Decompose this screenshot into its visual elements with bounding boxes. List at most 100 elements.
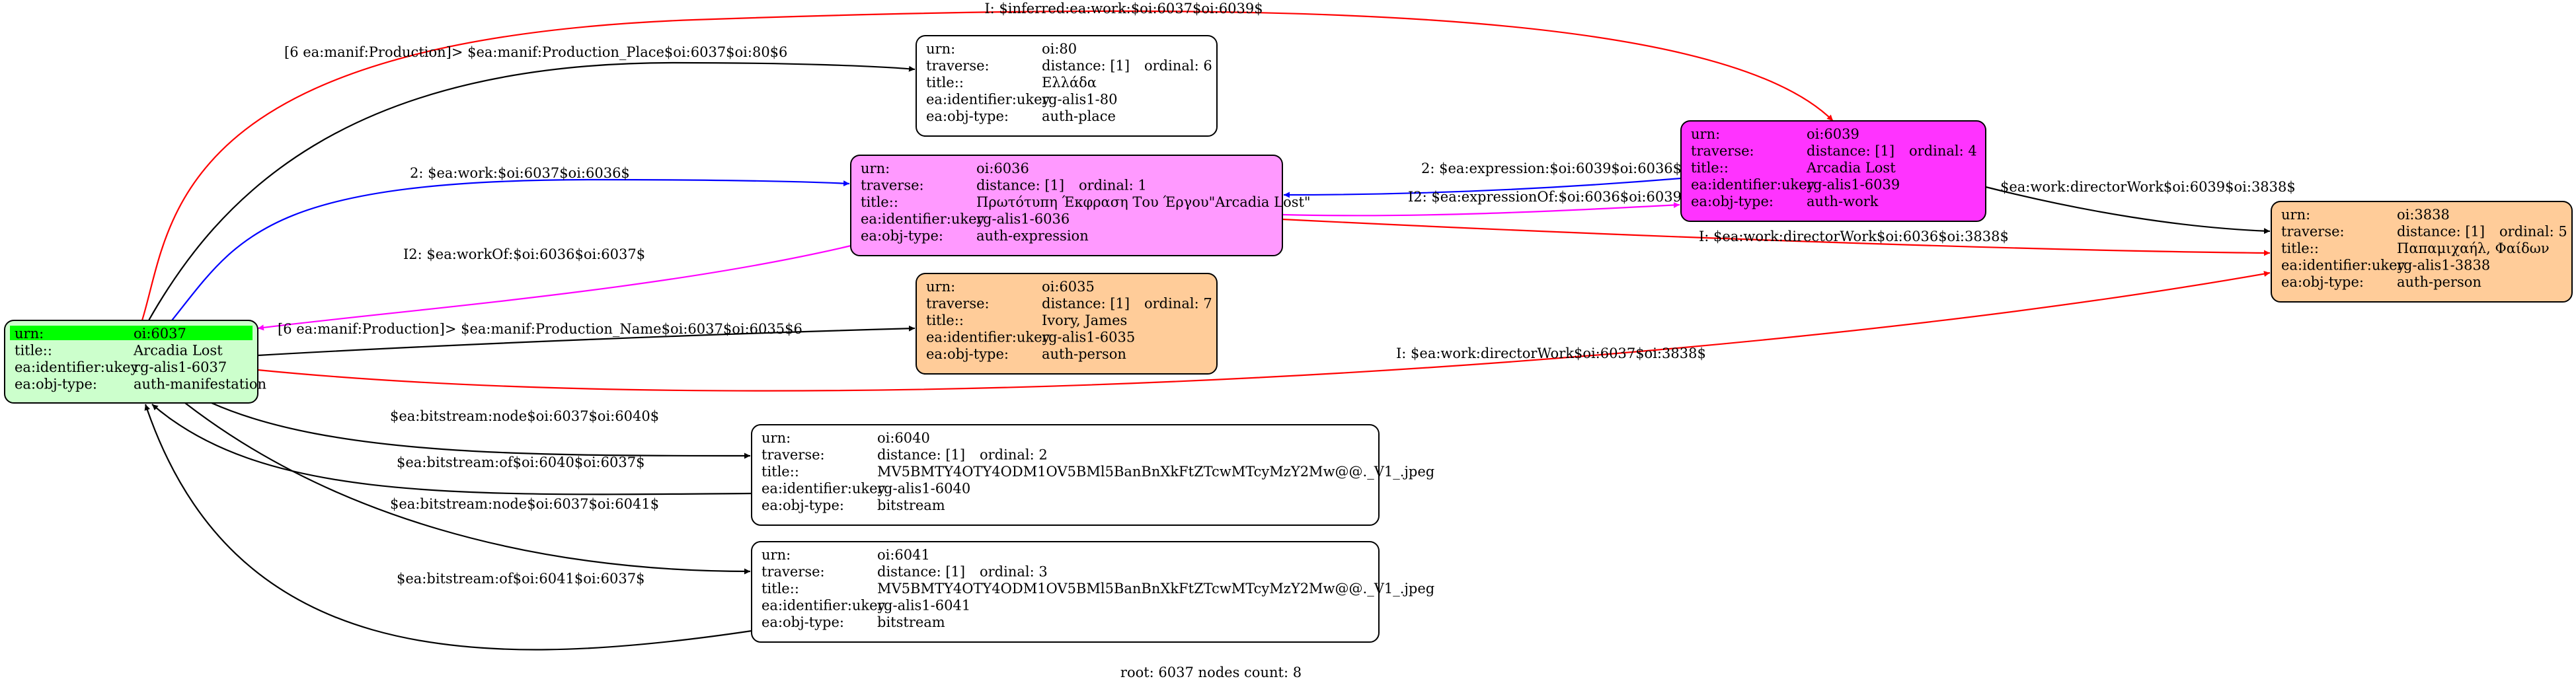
edges-layer: I: $inferred:ea:work:$oi:6037$oi:6039$ [6… — [141, 1, 2296, 651]
node-field-key: title:: — [15, 343, 52, 359]
node-field-key: urn: — [861, 161, 890, 176]
node-field-key: urn: — [926, 279, 955, 295]
node-field-key: ea:obj-type: — [926, 346, 1009, 362]
node-field-ordinal: ordinal: 2 — [980, 447, 1048, 463]
node-field-value: auth-manifestation — [134, 377, 266, 392]
node-field-key: traverse: — [861, 178, 924, 194]
node-box — [850, 155, 1283, 256]
edge: $ea:bitstream:of$oi:6041$oi:6037$ — [144, 404, 752, 651]
node-field-value: distance: [1] — [2397, 224, 2485, 240]
node-field-value: rg-alis1-3838 — [2397, 258, 2490, 273]
edge-line — [1282, 201, 1680, 217]
node-field-value: rg-alis1-6041 — [877, 598, 970, 614]
node-field-value: Πρωτότυπη Έκφραση Του Έργου"Arcadia Lost… — [976, 194, 1311, 210]
edge-label: I: $inferred:ea:work:$oi:6037$oi:6039$ — [984, 1, 1263, 17]
edge: $ea:work:directorWork$oi:6039$oi:3838$ — [1985, 179, 2296, 235]
edge-line — [148, 61, 916, 321]
node-field-key: urn: — [761, 430, 791, 446]
edge-label: I2: $ea:expressionOf:$oi:6036$oi:6039$ — [1408, 189, 1690, 205]
node-field-key: traverse: — [926, 296, 990, 312]
node-field-value: MV5BMTY4OTY4ODM1OV5BMl5BanBnXkFtZTcwMTcy… — [877, 464, 1434, 480]
node-field-value: bitstream — [877, 497, 945, 513]
edge-line — [257, 244, 851, 331]
edge-label: $ea:bitstream:node$oi:6037$oi:6040$ — [390, 408, 659, 424]
edge: $ea:bitstream:of$oi:6040$oi:6037$ — [151, 404, 752, 495]
edge-line — [171, 178, 850, 321]
node-field-value: Arcadia Lost — [1806, 160, 1896, 176]
node-field-value: Παπαμιχαήλ, Φαίδων — [2397, 240, 2550, 256]
node-field-key: traverse: — [1691, 143, 1754, 159]
edge-label: $ea:bitstream:of$oi:6040$oi:6037$ — [397, 454, 644, 470]
edge-line — [144, 404, 752, 651]
edge: 2: $ea:work:$oi:6037$oi:6036$ — [171, 165, 850, 321]
node-field-value: distance: [1] — [877, 564, 965, 580]
node-field-value: oi:6039 — [1807, 126, 1859, 142]
edge-label: I: $ea:work:directorWork$oi:6036$oi:3838… — [1699, 229, 2009, 244]
node-field-value: rg-alis1-6035 — [1042, 330, 1135, 345]
edge: I2: $ea:workOf:$oi:6036$oi:6037$ — [257, 244, 851, 331]
node-field-key: ea:identifier:ukey — [926, 92, 1050, 108]
node-field-value: rg-alis1-6039 — [1807, 177, 1900, 193]
edge: I: $ea:work:directorWork$oi:6036$oi:3838… — [1282, 218, 2271, 256]
edge-label: $ea:bitstream:of$oi:6041$oi:6037$ — [397, 571, 644, 587]
edge: [6 ea:manif:Production]> $ea:manif:Produ… — [257, 321, 916, 357]
node-field-key: ea:obj-type: — [761, 614, 844, 630]
node-field-key: title:: — [1691, 160, 1729, 176]
node-field-value: oi:6041 — [877, 547, 930, 563]
edge-line — [211, 402, 751, 459]
node-header-highlight — [10, 326, 253, 340]
node-field-key: ea:obj-type: — [1691, 194, 1774, 209]
edge: I: $ea:work:directorWork$oi:6037$oi:3838… — [257, 271, 2271, 392]
node-field-value: oi:3838 — [2397, 207, 2450, 223]
node-field-value: auth-place — [1042, 108, 1116, 124]
node-field-key: ea:identifier:ukey — [1691, 177, 1815, 193]
node-field-key: ea:obj-type: — [15, 377, 97, 392]
node-field-value: bitstream — [877, 614, 945, 630]
node-field-key: traverse: — [926, 58, 990, 74]
node-field-key: ea:obj-type: — [861, 228, 943, 244]
node-field-key: title:: — [761, 464, 799, 480]
node-field-key: ea:obj-type: — [2281, 274, 2364, 290]
node-box — [751, 424, 1380, 526]
node-field-value: auth-expression — [976, 228, 1089, 244]
node-field-key: ea:identifier:ukey — [926, 330, 1050, 345]
node-field-value: rg-alis1-6037 — [134, 359, 227, 375]
node-field-key: ea:identifier:ukey — [15, 359, 139, 375]
node-field-value: auth-work — [1807, 194, 1879, 209]
node-box — [751, 541, 1380, 643]
node-box — [916, 35, 1218, 137]
edge-line — [151, 404, 752, 495]
edge-label: $ea:bitstream:node$oi:6037$oi:6041$ — [390, 496, 659, 512]
node-field-key: title:: — [761, 581, 799, 597]
edge-line — [184, 402, 751, 575]
node-field-key: title:: — [861, 194, 898, 210]
node-field-key: title:: — [2281, 240, 2319, 256]
node-field-key: urn: — [2281, 207, 2310, 223]
node-field-value: rg-alis1-6036 — [976, 211, 1070, 227]
edge-line — [257, 271, 2271, 392]
node-box — [916, 273, 1218, 375]
node-field-key: urn: — [926, 41, 955, 57]
node-field-value: auth-person — [2397, 274, 2481, 290]
node-field-key: ea:identifier:ukey — [861, 211, 985, 227]
edge-line — [1282, 218, 2271, 256]
edge: [6 ea:manif:Production]> $ea:manif:Produ… — [148, 44, 916, 321]
node-field-value: Ivory, James — [1042, 312, 1127, 328]
node-field-value: auth-person — [1042, 346, 1126, 362]
node-field-value: distance: [1] — [1807, 143, 1894, 159]
edge-line — [1985, 186, 2271, 235]
node-field-key: ea:identifier:ukey — [2281, 258, 2405, 273]
node-field-key: traverse: — [2281, 224, 2345, 240]
node-field-value: oi:6040 — [877, 430, 930, 446]
node-field-value: Ελλάδα — [1042, 75, 1097, 90]
